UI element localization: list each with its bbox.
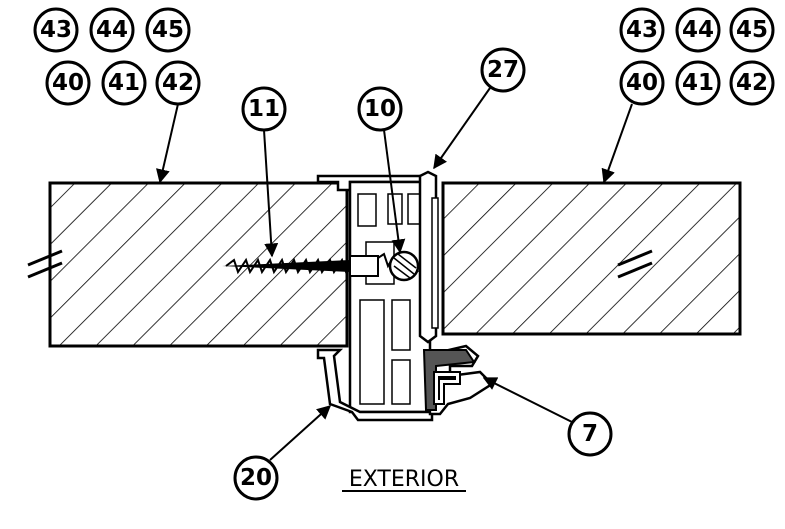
svg-text:11: 11 <box>248 96 280 122</box>
callout-10: 10 <box>357 86 406 254</box>
callout-44-left: 44 <box>96 17 128 43</box>
callout-42-right: 42 <box>736 70 768 96</box>
threaded-insert <box>388 250 420 282</box>
right-callout-group: 43 44 45 40 41 42 <box>601 7 775 184</box>
wood-screw <box>222 252 419 277</box>
callout-40-right: 40 <box>626 70 658 96</box>
callout-43-left: 43 <box>40 17 72 43</box>
callout-43-right: 43 <box>626 17 658 43</box>
callout-41-left: 41 <box>108 70 140 96</box>
svg-text:20: 20 <box>240 465 272 491</box>
callout-20: 20 <box>233 405 332 501</box>
exterior-label: EXTERIOR <box>349 467 459 492</box>
right-break-mark <box>617 249 653 279</box>
callout-41-right: 41 <box>682 70 714 96</box>
callout-45-left: 45 <box>152 17 184 43</box>
svg-text:7: 7 <box>582 421 598 447</box>
callout-44-right: 44 <box>682 17 714 43</box>
right-wood-panel <box>441 181 742 336</box>
callout-27: 27 <box>433 47 526 170</box>
callout-7: 7 <box>482 377 613 457</box>
left-callout-group: 43 44 45 40 41 42 <box>33 7 201 184</box>
callout-11: 11 <box>241 86 287 258</box>
gasket-assembly <box>422 344 494 416</box>
callout-42-left: 42 <box>162 70 194 96</box>
svg-text:10: 10 <box>364 96 396 122</box>
callout-40-left: 40 <box>52 70 84 96</box>
callout-45-right: 45 <box>736 17 768 43</box>
svg-text:27: 27 <box>487 57 519 83</box>
left-break-mark <box>27 249 63 279</box>
